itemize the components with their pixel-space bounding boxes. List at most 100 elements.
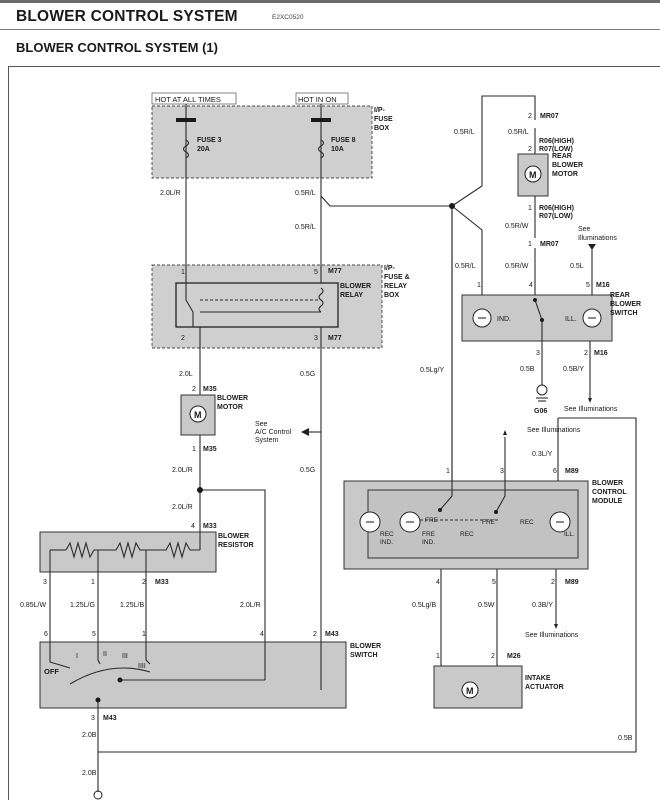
fuse8-rating: 10A <box>331 146 344 153</box>
blower-switch-label-1: BLOWER <box>350 643 381 650</box>
ac-ref-label-2: A/C Control <box>255 429 292 436</box>
switch-pos-2: II <box>103 651 107 658</box>
connector-r07-bottom: R07(LOW) <box>539 213 573 220</box>
fuse8-element-icon <box>317 139 325 159</box>
wire-label: 2.0L <box>179 371 193 378</box>
module-rec-label-3: REC <box>520 519 534 526</box>
resistor-coil-icon <box>65 540 200 560</box>
relay-coil-icon <box>318 287 324 313</box>
connector-m43-top: M43 <box>325 631 339 638</box>
pin-number: 4 <box>529 282 533 289</box>
switch-arc-icon <box>69 667 151 685</box>
connector-r07-top: R07(LOW) <box>539 146 573 153</box>
blower-motor-icon <box>189 405 207 423</box>
pin-number: 1 <box>181 269 185 276</box>
page-subtitle: BLOWER CONTROL SYSTEM (1) <box>16 40 218 55</box>
connector-r06-top: R06(HIGH) <box>539 138 574 145</box>
fuse3-label: FUSE 3 <box>197 137 222 144</box>
document-code: E2XC0520 <box>272 14 304 21</box>
wire-label: 0.5R/W <box>505 223 529 230</box>
module-rec-label: REC <box>380 531 394 538</box>
pin-number: 1 <box>436 653 440 660</box>
switch-pos-4: IIII <box>138 663 146 670</box>
arrow-up-icon <box>503 430 507 435</box>
arrow-down-icon <box>588 398 592 403</box>
connector-mr07-bottom: MR07 <box>540 241 559 248</box>
ground-g06-icon <box>536 384 548 402</box>
wire-label: 2.0L/R <box>172 504 193 511</box>
see-illuminations-module-top: See Illuminations <box>527 427 581 434</box>
hot-in-on-label: HOT IN ON <box>298 95 337 104</box>
wire-label: 2.0L/R <box>160 190 181 197</box>
header-divider <box>0 29 660 30</box>
module-label-1: BLOWER <box>592 480 623 487</box>
blower-switch-box <box>39 641 347 709</box>
blower-motor-label-2: MOTOR <box>217 404 243 411</box>
pin-number: 1 <box>446 468 450 475</box>
wire-label: 0.3L/Y <box>532 451 553 458</box>
blower-switch-label-2: SWITCH <box>350 652 378 659</box>
connector-m77-bottom: M77 <box>328 335 342 342</box>
wire-label: 0.5Lg/Y <box>420 367 444 374</box>
wire-label: 0.5B <box>520 366 535 373</box>
connector-m26: M26 <box>507 653 521 660</box>
relay-box-label-2: FUSE & <box>384 274 410 281</box>
blower-relay-label-2: RELAY <box>340 292 363 299</box>
wire-label: 0.5Lg/B <box>412 602 436 609</box>
blower-relay-outline <box>175 282 339 328</box>
pin-number: 2 <box>142 579 146 586</box>
blower-motor-symbol: M <box>194 410 202 420</box>
ac-ref-label-3: System <box>255 437 279 444</box>
switch-pos-3: III <box>122 653 128 660</box>
relay-box-label-3: RELAY <box>384 283 407 290</box>
arrow-left-icon <box>301 428 309 436</box>
see-illuminations-rear-2: Illuminations <box>578 235 617 242</box>
arrow-down-icon <box>554 624 558 629</box>
fuse3-element-icon <box>182 139 190 159</box>
wire-label: 0.5G <box>300 371 315 378</box>
switch-pos-1: I <box>76 653 78 660</box>
wire-label: 2.0L/R <box>240 602 261 609</box>
connector-m33-top: M33 <box>203 523 217 530</box>
hot-at-all-times-label: HOT AT ALL TIMES <box>155 95 221 104</box>
wire-label: 0.5R/L <box>455 263 476 270</box>
ip-fuse-box-label-3: BOX <box>374 125 390 132</box>
rear-switch-ill-label: ILL. <box>565 316 577 323</box>
intake-actuator-symbol: M <box>466 686 474 696</box>
rear-motor-label-2: BLOWER <box>552 162 583 169</box>
pin-number: 4 <box>436 579 440 586</box>
rear-switch-label-2: BLOWER <box>610 301 641 308</box>
module-rec-label-2: REC <box>460 531 474 538</box>
pin-number: 2 <box>528 146 532 153</box>
wire-label: 0.5R/L <box>508 129 529 136</box>
module-fre-ind-label: IND. <box>422 539 435 546</box>
wire-label: 0.5R/L <box>454 129 475 136</box>
ac-ref-label-1: See <box>255 421 268 428</box>
pin-number: 5 <box>492 579 496 586</box>
ip-fuse-box-label-1: I/P- <box>374 107 386 114</box>
relay-box-label-1: I/P- <box>384 265 396 272</box>
connector-m89-bottom: M89 <box>565 579 579 586</box>
rear-blower-motor-symbol: M <box>529 170 537 180</box>
wire-label: 0.5W <box>478 602 495 609</box>
resistor-label-2: RESISTOR <box>218 542 254 549</box>
connector-r06-bottom: R06(HIGH) <box>539 205 574 212</box>
pin-number: 2 <box>313 631 317 638</box>
page-title: BLOWER CONTROL SYSTEM <box>16 8 238 25</box>
pin-number: 4 <box>260 631 264 638</box>
rear-motor-label-1: REAR <box>552 153 572 160</box>
wire-label: 1.25L/B <box>120 602 144 609</box>
module-fre-label-2: FRE <box>425 517 439 524</box>
wire-label: 2.0B <box>82 770 97 777</box>
connector-m77-top: M77 <box>328 268 342 275</box>
pin-number: 1 <box>91 579 95 586</box>
pin-number: 4 <box>191 523 195 530</box>
pin-number: 6 <box>44 631 48 638</box>
rear-blower-motor-icon <box>524 165 542 183</box>
rear-switch-label-3: SWITCH <box>610 310 638 317</box>
pin-number: 2 <box>551 579 555 586</box>
ground-g06-label: G06 <box>534 408 547 415</box>
wire-label: 0.5B/Y <box>563 366 584 373</box>
connector-m16-bottom: M16 <box>594 350 608 357</box>
connector-m35-bottom: M35 <box>203 446 217 453</box>
